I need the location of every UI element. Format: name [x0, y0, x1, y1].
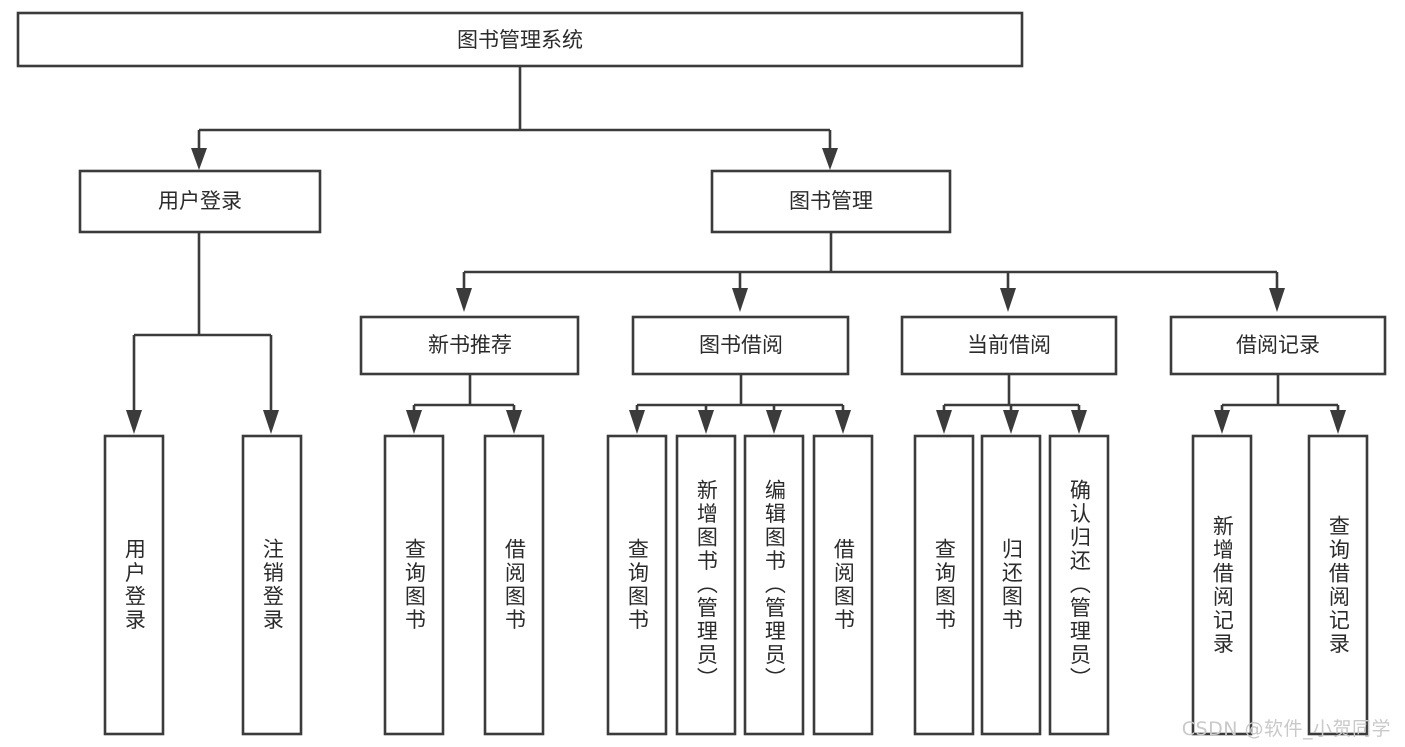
leaf-label-wrap-confirm-return: 确认归还（管理员）	[1050, 436, 1108, 734]
leaf-label-wrap-query-record: 查询借阅记录	[1309, 436, 1367, 734]
leaf-label-wrap-user-logout: 注销登录	[243, 436, 301, 734]
watermark-text: CSDN @软件_小贺同学	[1181, 718, 1391, 740]
node-label-leaf-user-logout: 注销登录	[260, 538, 285, 632]
arrow-head-leaf-add-record	[1214, 410, 1230, 434]
leaf-label-wrap-return-book: 归还图书	[982, 436, 1040, 734]
arrow-head-leaf-borrow-book-1	[506, 410, 522, 434]
node-box-leaf-add-record[interactable]	[1191, 434, 1253, 736]
node-box-leaf-confirm-return[interactable]	[1048, 434, 1110, 736]
node-label-current-borrow: 当前借阅	[967, 333, 1051, 357]
node-label-leaf-add-record: 新增借阅记录	[1210, 514, 1235, 656]
node-box-leaf-edit-book[interactable]	[743, 434, 805, 736]
arrow-head-leaf-user-logout	[263, 410, 279, 434]
node-label-leaf-borrow-book-1: 借阅图书	[502, 538, 527, 632]
node-box-leaf-query-book-2[interactable]	[606, 434, 668, 736]
node-label-book-borrow: 图书借阅	[699, 333, 783, 357]
node-label-leaf-query-book-3: 查询图书	[932, 538, 957, 632]
node-box-new-book-recommend[interactable]	[359, 315, 580, 376]
node-box-leaf-return-book[interactable]	[980, 434, 1042, 736]
node-label-new-book-recommend: 新书推荐	[428, 333, 512, 357]
arrow-head-book-borrow	[732, 288, 748, 312]
node-label-root: 图书管理系统	[457, 28, 583, 52]
arrow-head-leaf-query-book-3	[936, 410, 952, 434]
leaf-label-wrap-borrow-book-1: 借阅图书	[485, 436, 543, 734]
node-box-leaf-query-book-3[interactable]	[913, 434, 975, 736]
arrow-head-leaf-borrow-book-2	[835, 410, 851, 434]
leaf-label-wrap-add-book: 新增图书（管理员）	[677, 436, 735, 734]
node-label-leaf-add-book: 新增图书（管理员）	[694, 479, 719, 691]
arrow-head-current-borrow	[1000, 288, 1016, 312]
arrow-head-leaf-query-book-2	[629, 410, 645, 434]
node-label-leaf-confirm-return: 确认归还（管理员）	[1067, 479, 1092, 691]
arrow-head-borrow-record	[1269, 288, 1285, 312]
leaf-label-wrap-edit-book: 编辑图书（管理员）	[745, 436, 803, 734]
node-box-book-borrow[interactable]	[631, 315, 850, 376]
node-label-leaf-query-record: 查询借阅记录	[1326, 514, 1351, 656]
leaf-label-wrap-query-book-2: 查询图书	[608, 436, 666, 734]
node-label-user-login: 用户登录	[158, 189, 242, 213]
node-label-leaf-user-login: 用户登录	[122, 538, 147, 632]
node-box-leaf-borrow-book-2[interactable]	[812, 434, 874, 736]
arrow-head-user-login	[191, 148, 207, 170]
node-box-leaf-borrow-book-1[interactable]	[483, 434, 545, 736]
arrow-head-leaf-confirm-return	[1071, 410, 1087, 434]
arrow-head-leaf-return-book	[1003, 410, 1019, 434]
arrow-head-book-manage	[822, 148, 838, 170]
node-label-book-manage: 图书管理	[789, 189, 873, 213]
node-box-leaf-query-record[interactable]	[1307, 434, 1369, 736]
node-label-borrow-record: 借阅记录	[1236, 333, 1320, 357]
leaf-label-wrap-query-book-3: 查询图书	[915, 436, 973, 734]
leaf-label-wrap-add-record: 新增借阅记录	[1193, 436, 1251, 734]
leaf-label-wrap-borrow-book-2: 借阅图书	[814, 436, 872, 734]
leaf-label-wrap-query-book-1: 查询图书	[385, 436, 443, 734]
node-label-leaf-edit-book: 编辑图书（管理员）	[762, 479, 787, 691]
arrow-head-leaf-query-book-1	[406, 410, 422, 434]
node-label-leaf-query-book-2: 查询图书	[625, 538, 650, 632]
node-box-current-borrow[interactable]	[900, 315, 1118, 376]
arrow-head-leaf-add-book	[698, 410, 714, 434]
leaf-label-wrap-user-login: 用户登录	[105, 436, 163, 734]
arrow-head-leaf-edit-book	[766, 410, 782, 434]
node-label-leaf-borrow-book-2: 借阅图书	[831, 538, 856, 632]
arrow-head-leaf-user-login	[126, 410, 142, 434]
arrow-head-leaf-query-record	[1330, 410, 1346, 434]
node-box-root[interactable]	[16, 11, 1024, 68]
node-label-leaf-return-book: 归还图书	[999, 538, 1024, 632]
node-box-leaf-user-login[interactable]	[103, 434, 165, 736]
node-label-leaf-query-book-1: 查询图书	[402, 538, 427, 632]
node-box-leaf-user-logout[interactable]	[241, 434, 303, 736]
node-box-leaf-add-book[interactable]	[675, 434, 737, 736]
arrow-head-new-book-recommend	[456, 288, 472, 312]
node-box-leaf-query-book-1[interactable]	[383, 434, 445, 736]
